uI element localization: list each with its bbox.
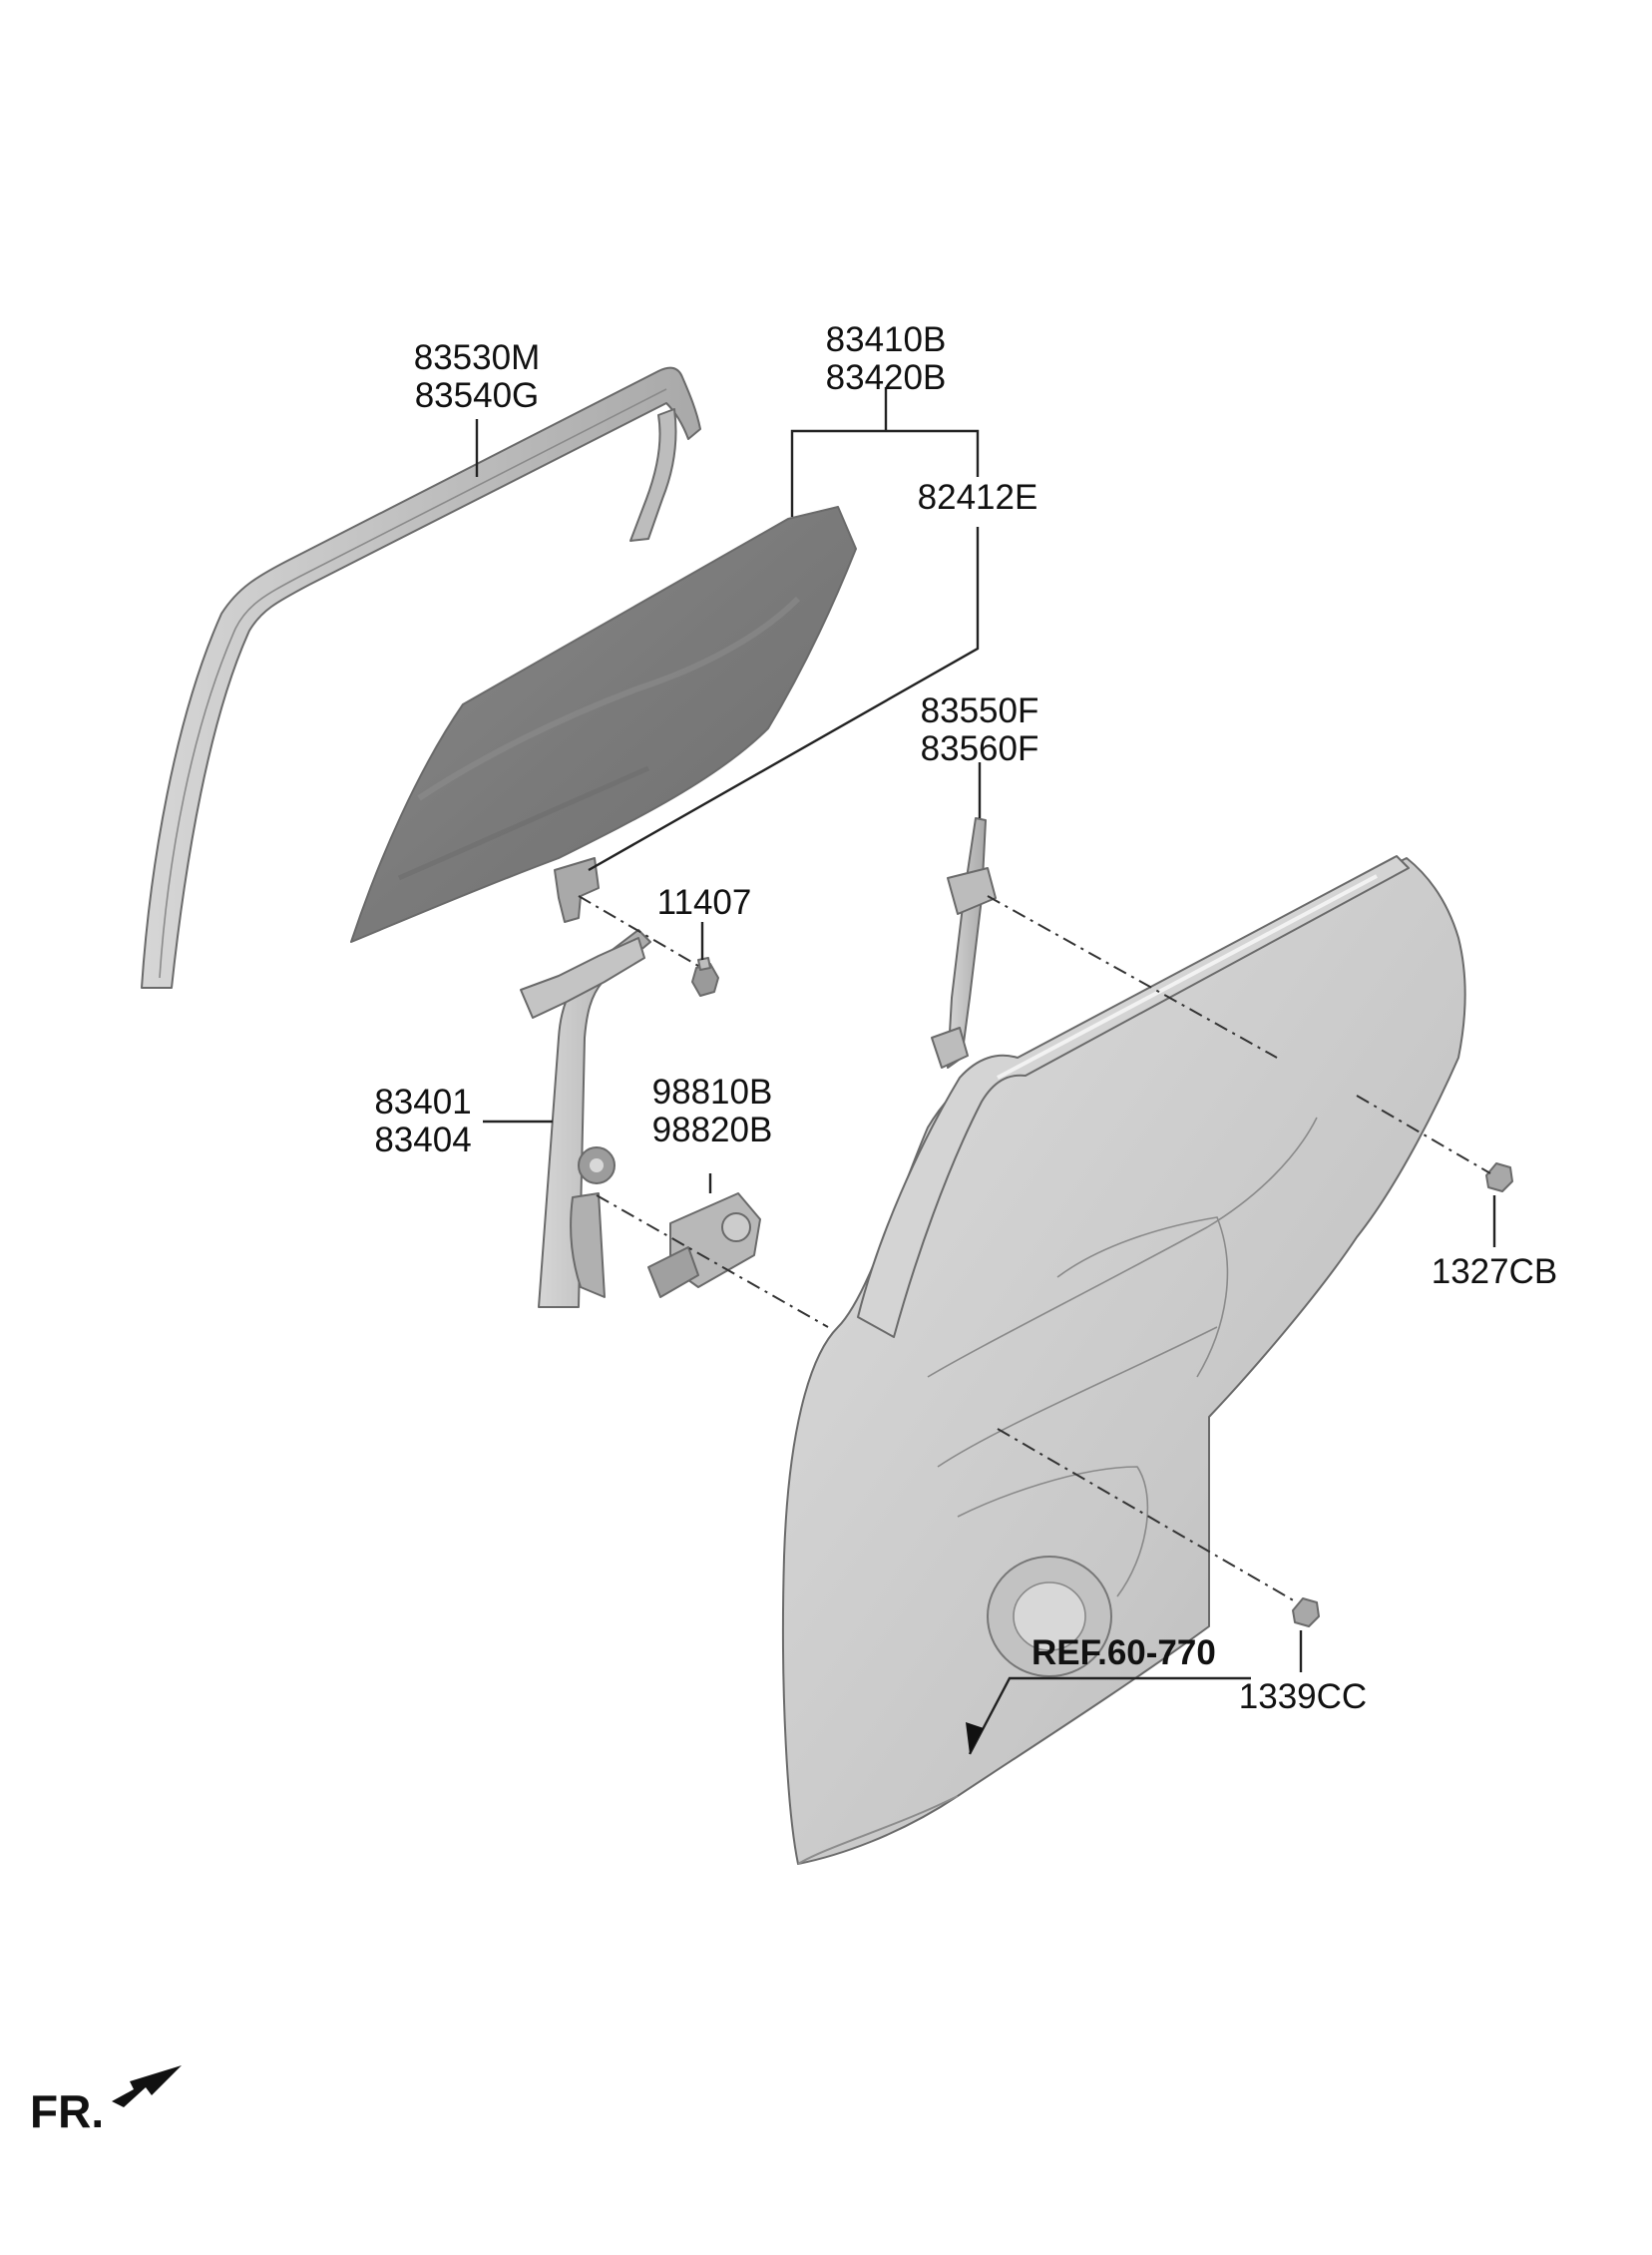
upper-screw-part [1485, 1162, 1513, 1192]
door-panel-part [781, 855, 1466, 1865]
window-regulator-part [520, 929, 651, 1308]
bolt-part [691, 957, 719, 997]
glass-mount-part [554, 857, 600, 923]
label-83560f: 83560F [921, 729, 1039, 768]
label-11407: 11407 [657, 883, 752, 922]
rear-channel-part [931, 817, 997, 1069]
label-98820b: 98820B [652, 1111, 773, 1149]
label-82412e: 82412E [918, 478, 1038, 517]
callout-door-glass: 83410B 83420B [826, 320, 947, 397]
label-83420b: 83420B [826, 358, 947, 397]
label-98810b: 98810B [652, 1073, 773, 1112]
front-orientation-marker: FR. [30, 2065, 182, 2137]
assembly-dash-lines [578, 895, 1491, 1603]
door-glass-part [350, 506, 857, 943]
label-fr: FR. [30, 2085, 104, 2137]
label-83540g: 83540G [415, 376, 540, 415]
motor-part [647, 1192, 761, 1298]
front-arrow-icon [112, 2065, 182, 2107]
label-83410b: 83410B [826, 320, 947, 359]
label-83530m: 83530M [414, 338, 540, 377]
callout-rear-channel: 83550F 83560F [921, 691, 1039, 768]
window-channel-part [141, 366, 701, 989]
callout-motor: 98810B 98820B [652, 1073, 773, 1149]
lower-screw-part [1292, 1597, 1320, 1627]
label-83404: 83404 [374, 1121, 471, 1159]
label-83401: 83401 [374, 1083, 471, 1122]
callout-regulator: 83401 83404 [374, 1083, 471, 1159]
label-ref-60-770: REF.60-770 [1032, 1633, 1216, 1672]
label-83550f: 83550F [921, 691, 1039, 730]
label-1327cb: 1327CB [1432, 1252, 1557, 1291]
callout-window-channel: 83530M 83540G [414, 338, 540, 415]
label-1339cc: 1339CC [1239, 1677, 1367, 1716]
leader-lines [475, 387, 1496, 1755]
